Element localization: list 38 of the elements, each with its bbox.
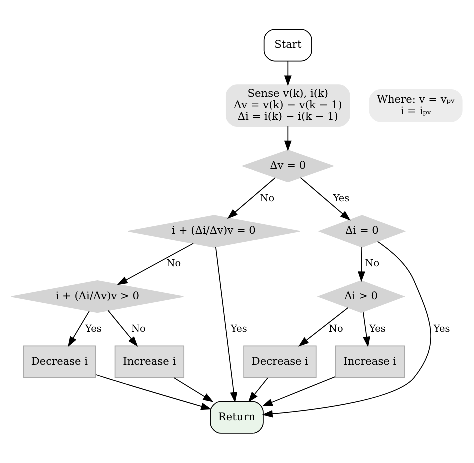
node-diamond: i + (Δi/Δv)v = 0: [128, 215, 300, 248]
node-diamond: Δi > 0: [317, 280, 406, 314]
arrow: [358, 247, 366, 282]
arrow: [284, 60, 292, 86]
arrow: [300, 177, 351, 221]
edge-label: No: [166, 258, 182, 270]
arrow: [215, 246, 238, 403]
node-diamond: Δv = 0: [242, 150, 335, 183]
node-box: Increase i: [114, 346, 185, 378]
arrow: [96, 374, 212, 410]
node-diamond: i + (Δi/Δv)v > 0: [11, 280, 184, 314]
arrow: [362, 312, 370, 348]
arrow: [108, 310, 138, 348]
edge-label: No: [132, 324, 146, 335]
arrow: [248, 378, 268, 403]
edge-label: Yes: [370, 324, 386, 335]
node-box: Sense v(k), i(k) Δv = v(k) − v(k − 1) Δi = i(k) − i(k − 1): [226, 84, 350, 127]
edge-label: Yes: [333, 193, 350, 204]
node-diamond: Δi = 0: [318, 215, 406, 248]
arrow: [174, 378, 214, 402]
arrow: [284, 126, 292, 152]
arrow: [262, 241, 432, 418]
arrow: [117, 243, 194, 286]
edge-label: Yes: [231, 324, 248, 335]
arrow: [298, 307, 349, 347]
node-box: Increase i: [335, 346, 406, 378]
edge-label: No: [260, 193, 275, 204]
edge-label: No: [365, 258, 380, 270]
arrow: [262, 376, 336, 407]
node-box: Return: [210, 401, 264, 434]
edge-label: Yes: [86, 324, 102, 335]
node-box: Decrease i: [23, 346, 96, 378]
edge-label: Yes: [434, 324, 450, 335]
node-box: Start: [264, 29, 312, 62]
node-box: Decrease i: [244, 346, 317, 378]
arrow: [227, 177, 276, 220]
edge-label: No: [329, 324, 344, 335]
arrow: [68, 310, 90, 348]
